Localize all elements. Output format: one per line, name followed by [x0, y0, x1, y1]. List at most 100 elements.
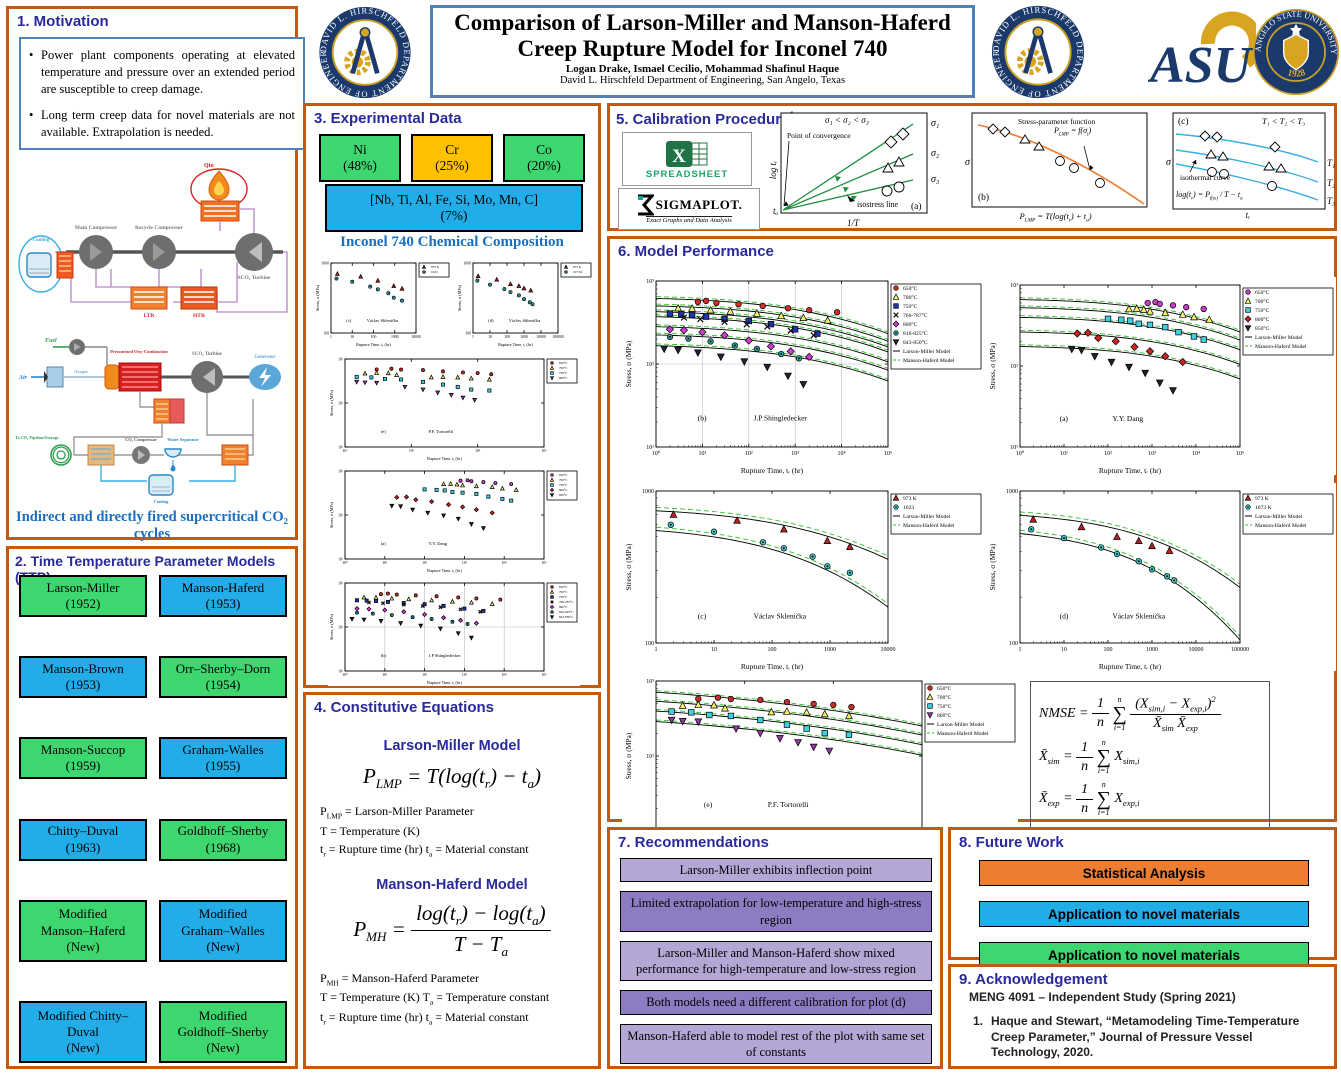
convergence-label: Point of convergence	[787, 131, 851, 140]
svg-text:10³: 10³	[791, 451, 799, 457]
recommendation-3: Larson-Miller and Manson-Haferd show mix…	[620, 940, 932, 982]
svg-text:10³: 10³	[338, 581, 344, 585]
svg-text:10¹: 10¹	[338, 445, 343, 449]
svg-text:10⁴: 10⁴	[502, 673, 508, 677]
ttp-model-graham-walles: Graham-Walles(1955)	[159, 737, 287, 780]
svg-text:750°C: 750°C	[937, 703, 952, 710]
svg-text:Stress, σ (MPa): Stress, σ (MPa)	[329, 501, 335, 528]
course-line: MENG 4091 – Independent Study (Spring 20…	[969, 990, 1236, 1004]
panel-c-ylabel: σ	[1166, 157, 1172, 168]
svg-text:850°C: 850°C	[1255, 325, 1270, 332]
composition-ni: Ni(48%)	[319, 134, 401, 182]
motivation-bullets: Power plant components operating at elev…	[19, 37, 305, 151]
plmp-function-label: PLMP = f(σi)	[1054, 126, 1092, 138]
svg-text:10¹: 10¹	[338, 669, 343, 673]
future-list: Statistical Analysis Application to nove…	[979, 860, 1309, 968]
svg-text:800°C: 800°C	[559, 488, 568, 492]
svg-text:Václav Sklenička: Václav Sklenička	[753, 612, 806, 621]
svg-text:10³: 10³	[646, 679, 654, 685]
department-seal-logo-left: DAVID L. HIRSCHFELD DEPARTMENT OF ENGINE…	[314, 5, 411, 100]
svg-text:Rupture Time, tᵣ (hr): Rupture Time, tᵣ (hr)	[498, 342, 533, 348]
recommendations-heading: 7. Recommendations	[618, 834, 769, 851]
svg-text:(a): (a)	[1060, 414, 1069, 423]
svg-text:10⁰: 10⁰	[652, 450, 661, 457]
svg-text:X: X	[672, 146, 686, 167]
svg-text:973 K: 973 K	[903, 496, 917, 502]
section-experimental-data: 3. Experimental Data Ni(48%) Cr(25%) Co(…	[303, 103, 601, 688]
right-cooler-coil	[221, 444, 249, 466]
svg-text:Rupture Time, tᵣ (hr): Rupture Time, tᵣ (hr)	[427, 680, 462, 686]
svg-text:(c): (c)	[698, 612, 707, 621]
svg-text:Larson-Miller Model: Larson-Miller Model	[903, 349, 951, 355]
section-ttp-models: 2. Time Temperature Parameter Models (TT…	[6, 546, 298, 1069]
svg-text:10²: 10²	[422, 673, 428, 677]
svg-text:700°C: 700°C	[559, 478, 568, 482]
panel-a-xlabel: 1/T	[847, 218, 860, 228]
svg-text:Stress, σ (MPa): Stress, σ (MPa)	[315, 284, 321, 311]
equations-heading: 4. Constitutive Equations	[314, 699, 495, 716]
panel-c-xlabel: tᵣ	[1246, 210, 1251, 220]
ttp-model-mod-graham-walles: Modified Graham–Walles(New)	[159, 899, 287, 962]
svg-text:973 K: 973 K	[431, 265, 440, 269]
bottom-cooling-tank	[148, 474, 174, 496]
sco2-turbine2-label: SCO₂ Turbine	[192, 352, 223, 357]
svg-text:10¹: 10¹	[382, 673, 387, 677]
svg-text:650°C: 650°C	[559, 473, 568, 477]
ttp-model-mod-goldhoff-sherby: Modified Goldhoff–Sherby(New)	[159, 1000, 287, 1063]
water-separator-label: Water Separator	[167, 437, 199, 442]
power-cycle-diagram: Qin Main Compressor Recycle Compressor S…	[15, 163, 288, 504]
reference-line: 1. Haque and Stewart, “Metamodeling Time…	[973, 1014, 1300, 1060]
ttp-model-chitty-duval: Chitty–Duval(1963)	[19, 818, 147, 861]
svg-text:1000: 1000	[642, 489, 654, 495]
sigmaplot-name: SIGMAPLOT.	[655, 197, 743, 212]
left-cooler-coil	[87, 444, 115, 466]
svg-text:750°C: 750°C	[559, 483, 568, 487]
svg-text:10¹: 10¹	[1010, 445, 1018, 451]
temp-inequality: T₁ < T₂ < T₃	[1262, 116, 1305, 126]
sigmaplot-logo: SIGMAPLOT. Exact Graphs and Data Analysi…	[618, 188, 760, 230]
sigma1-label: σ₁	[931, 118, 939, 129]
sigma2-label: σ₂	[931, 148, 940, 159]
t1-label: T₁	[1327, 158, 1335, 168]
section-constitutive-equations: 4. Constitutive Equations Larson-Miller …	[303, 692, 601, 1069]
lm-equation: PLMP = T(log(tr) − ta)	[363, 764, 541, 792]
sigma-icon	[637, 194, 654, 216]
svg-text:10³: 10³	[646, 279, 654, 285]
svg-text:100: 100	[504, 335, 510, 339]
svg-text:700°C: 700°C	[559, 590, 568, 594]
svg-text:Larson-Miller Model: Larson-Miller Model	[1255, 335, 1303, 341]
shield-icon	[1283, 33, 1309, 71]
svg-text:Stress, σ (MPa): Stress, σ (MPa)	[329, 389, 335, 416]
svg-text:10⁵: 10⁵	[541, 561, 547, 565]
composition-minor-elements: [Nb, Ti, Al, Fe, Si, Mo, Mn, C](7%)	[325, 184, 583, 232]
svg-text:P.F. Tortorelli: P.F. Tortorelli	[429, 429, 454, 434]
svg-text:Rupture Time, tᵣ (hr): Rupture Time, tᵣ (hr)	[1099, 466, 1162, 475]
mh-model-title: Manson-Haferd Model	[376, 877, 528, 894]
sigmaplot-subtitle: Exact Graphs and Data Analysis	[646, 216, 732, 224]
co2-export-fan	[50, 444, 72, 466]
svg-text:10²: 10²	[338, 625, 344, 629]
svg-text:(d): (d)	[488, 318, 494, 323]
section-future-work: 8. Future Work Statistical Analysis Appl…	[948, 827, 1337, 968]
calibration-panel-c: (c) T₁ < T₂ < T₃ T₁ T₂ T₃ σ isothermal c…	[1160, 110, 1336, 230]
stress-param-label: Stress-parameter function	[1018, 117, 1096, 126]
svg-text:1928: 1928	[1286, 67, 1307, 80]
future-heading: 8. Future Work	[959, 834, 1064, 851]
ltr-label: LTR	[144, 313, 156, 319]
section-recommendations: 7. Recommendations Larson-Miller exhibit…	[607, 827, 943, 1069]
isostress-label: isostress line	[857, 200, 899, 209]
motivation-caption: Indirect and directly fired supercritica…	[16, 509, 288, 542]
svg-text:1023: 1023	[903, 505, 914, 511]
asu-seal-logo: ANGELO STATE UNIVERSITY 1928	[1252, 8, 1340, 96]
svg-text:Rupture Time, tᵣ (hr): Rupture Time, tᵣ (hr)	[1099, 662, 1162, 671]
poster-title-line2: Creep Rupture Model for Inconel 740	[517, 36, 888, 62]
svg-text:J.P Shingledecker: J.P Shingledecker	[429, 653, 462, 658]
svg-text:10³: 10³	[1148, 451, 1156, 457]
svg-text:10000: 10000	[1189, 647, 1204, 653]
svg-text:700°C: 700°C	[937, 694, 952, 701]
